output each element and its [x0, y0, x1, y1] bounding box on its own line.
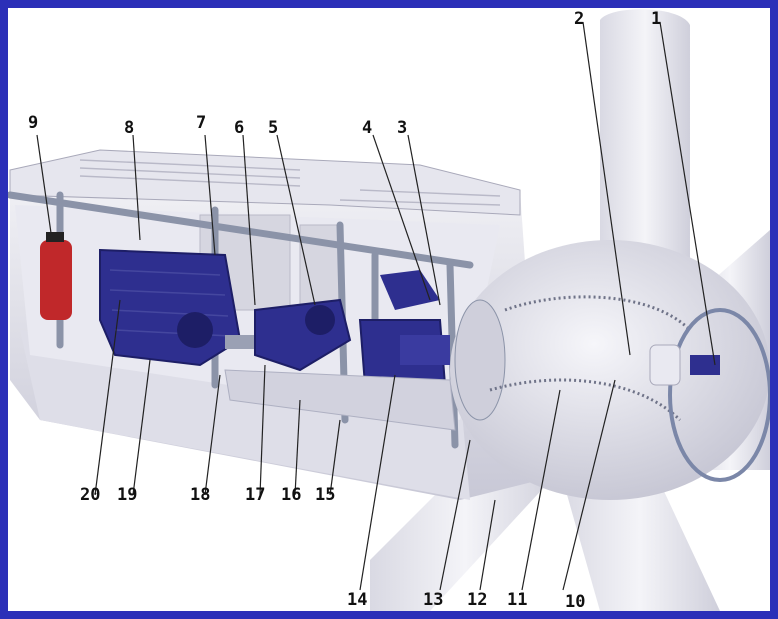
generator [99, 248, 242, 367]
callout-1: 1 [651, 9, 661, 29]
callout-12: 12 [467, 590, 487, 610]
hub-flange [454, 299, 506, 421]
callout-19: 19 [117, 485, 137, 505]
callout-2: 2 [574, 9, 584, 29]
blade-upper [600, 9, 690, 271]
wind-turbine-nacelle-illustration: 1 2 3 4 5 6 7 8 9 10 11 12 13 14 15 16 1… [8, 9, 770, 611]
callout-14: 14 [347, 590, 367, 610]
pitch-ring [668, 308, 770, 482]
callout-13: 13 [423, 590, 443, 610]
callout-8: 8 [124, 118, 134, 138]
callout-6: 6 [234, 118, 244, 138]
fire-extinguisher [40, 240, 72, 320]
callout-10: 10 [565, 592, 585, 611]
callout-17: 17 [245, 485, 265, 505]
callout-18: 18 [190, 485, 210, 505]
nacelle-bottom [20, 330, 470, 500]
callout-16: 16 [281, 485, 301, 505]
callout-9: 9 [28, 113, 38, 133]
callout-11: 11 [507, 590, 527, 610]
callout-15: 15 [315, 485, 335, 505]
diagram-frame: 1 2 3 4 5 6 7 8 9 10 11 12 13 14 15 16 1… [8, 8, 770, 611]
callout-5: 5 [268, 118, 278, 138]
callout-7: 7 [196, 113, 206, 133]
callout-20: 20 [80, 485, 100, 505]
rotor-hub [450, 240, 770, 500]
callout-3: 3 [397, 118, 407, 138]
callout-4: 4 [362, 118, 372, 138]
base-frame [224, 369, 456, 431]
